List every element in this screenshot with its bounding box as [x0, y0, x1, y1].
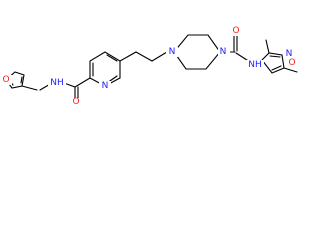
- atom-label-o-amide-left: O: [72, 97, 79, 106]
- atom-label-n-pyridine: N: [102, 81, 109, 91]
- atom-label-o-isoxazole: O: [288, 58, 295, 68]
- atom-label-o-urea: O: [232, 26, 239, 36]
- atom-label-n-piperazine-left: N: [169, 47, 176, 57]
- atom-labels: N N N O NH O O NH N O: [2, 26, 298, 106]
- atom-label-o-furan: O: [2, 75, 9, 85]
- atom-label-n-isoxazole: N: [286, 49, 293, 59]
- atom-label-nh-amide-right: NH: [248, 60, 262, 70]
- atom-label-n-piperazine-right: N: [220, 47, 227, 57]
- chemical-structure-diagram: N N N O NH O O NH N O: [2, 26, 298, 106]
- atom-label-nh-amide-left: NH: [50, 78, 64, 88]
